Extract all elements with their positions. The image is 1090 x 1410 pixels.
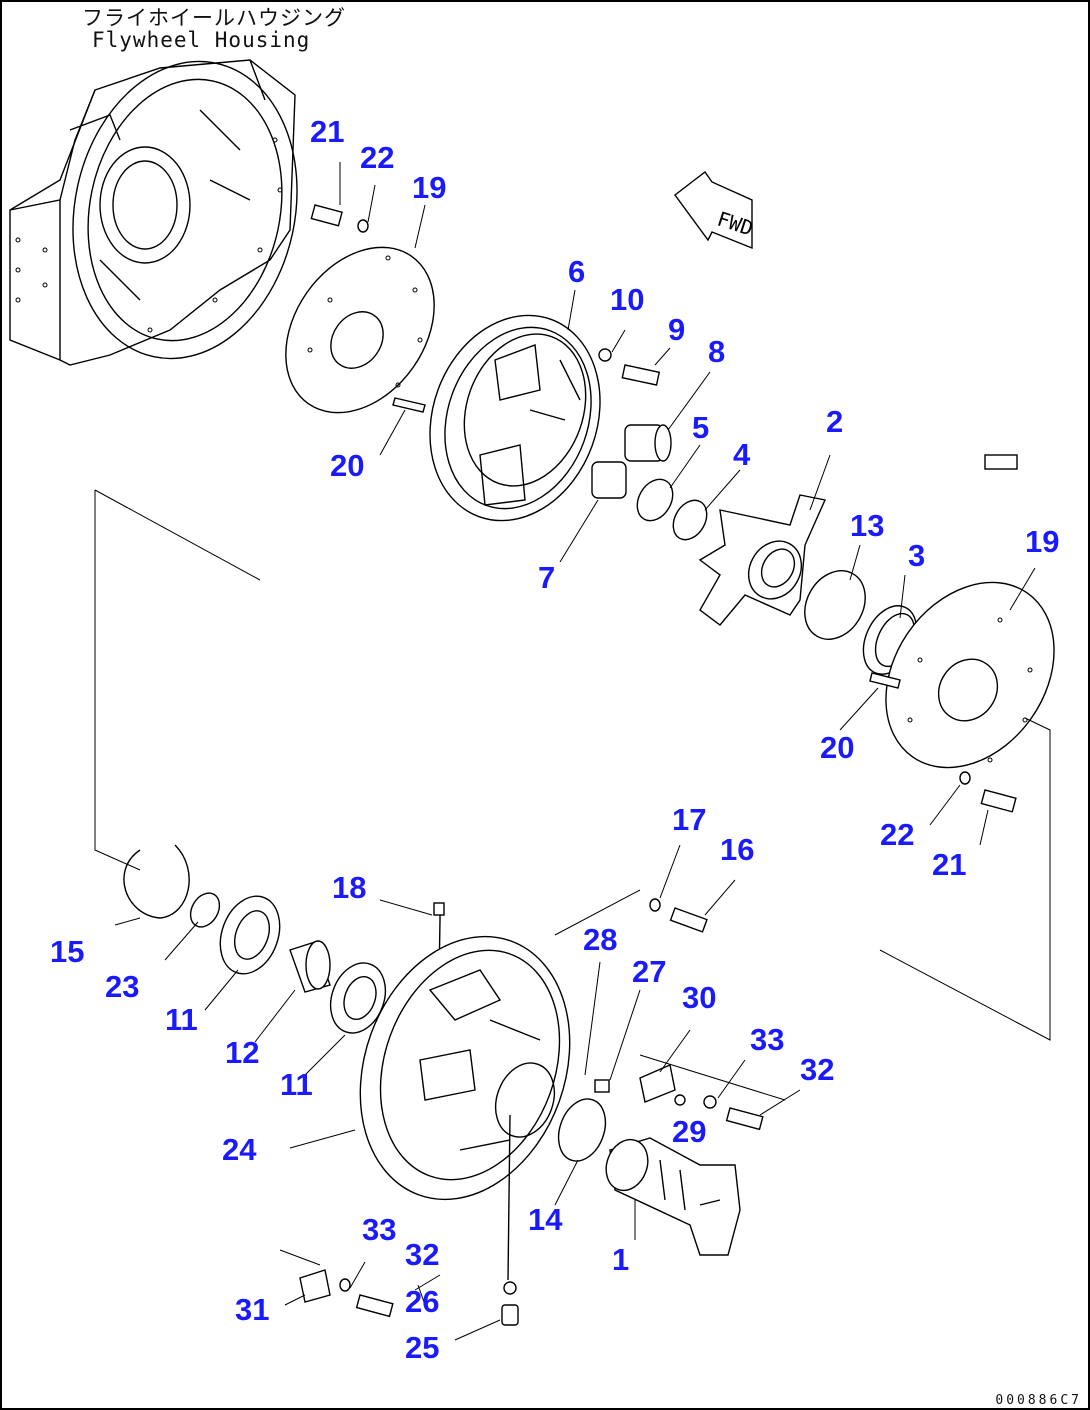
callout-19-upper: 19 [412, 170, 446, 205]
flywheel-housing [9, 59, 298, 366]
bolt-32-left [355, 1294, 394, 1318]
bearing-11-right [329, 962, 387, 1034]
callout-33-left: 33 [362, 1212, 396, 1247]
callout-9: 9 [668, 312, 685, 347]
callout-26: 26 [405, 1284, 439, 1319]
flex-plate-lower [885, 581, 1055, 769]
ring-23 [189, 892, 221, 928]
callout-28: 28 [583, 922, 617, 957]
callout-5: 5 [692, 410, 709, 445]
callout-33-right: 33 [750, 1022, 784, 1057]
leader-lines [114, 162, 1036, 1341]
callout-32-left: 32 [405, 1237, 439, 1272]
callout-21-upper: 21 [310, 114, 344, 149]
callout-31: 31 [235, 1292, 269, 1327]
callout-17: 17 [672, 802, 706, 837]
seal-14 [557, 1098, 607, 1162]
callout-11-right: 11 [280, 1067, 313, 1102]
bearing-8 [624, 424, 672, 462]
callout-22-upper: 22 [360, 140, 394, 175]
dowel-20-lower [869, 672, 901, 689]
callout-10: 10 [610, 282, 644, 317]
callout-32-right: 32 [800, 1052, 834, 1087]
drain-plug-26-25 [501, 1114, 519, 1326]
housing-bolt-holes [15, 137, 283, 333]
snap-ring-15 [123, 844, 190, 919]
bolt-9 [598, 348, 661, 386]
callout-14: 14 [528, 1202, 563, 1237]
callout-27: 27 [632, 954, 666, 989]
callout-7: 7 [538, 560, 555, 595]
bolt-16 [649, 898, 708, 933]
dowel-20-upper [392, 397, 426, 413]
callout-4: 4 [733, 437, 751, 472]
callout-18: 18 [332, 870, 366, 905]
callout-13: 13 [850, 508, 884, 543]
bearing-11-left [219, 895, 281, 975]
page-title-english: Flywheel Housing [92, 28, 311, 52]
fwd-arrow: FWD [674, 170, 756, 250]
sleeve-7 [591, 461, 627, 499]
callout-23: 23 [105, 969, 139, 1004]
callout-22-lower: 22 [880, 817, 914, 852]
snap-ring-5 [636, 478, 674, 522]
callout-16: 16 [720, 832, 754, 867]
callout-2: 2 [826, 404, 843, 439]
callout-30: 30 [682, 980, 716, 1015]
callout-25: 25 [405, 1330, 439, 1365]
page-title-japanese: フライホイールハウジング [82, 6, 346, 30]
callout-15: 15 [50, 934, 84, 969]
bolt-32-right [703, 1095, 764, 1131]
assembly-guide-lines [94, 489, 1051, 1266]
callout-8: 8 [708, 334, 725, 369]
part-callouts: 21 22 19 6 10 9 8 5 4 2 13 3 19 20 7 20 … [50, 114, 1059, 1365]
bolt-21-lower [959, 454, 1018, 785]
pump-housing [359, 935, 571, 1201]
callout-19-lower: 19 [1025, 524, 1059, 559]
callout-29: 29 [672, 1114, 706, 1149]
callout-20-upper: 20 [330, 448, 364, 483]
flex-plate-upper [285, 246, 435, 414]
plug-28-27 [594, 1079, 610, 1093]
callout-1: 1 [612, 1242, 629, 1277]
callout-6: 6 [568, 254, 585, 289]
callout-20-lower: 20 [820, 730, 854, 765]
seal-ring-13 [804, 570, 866, 640]
ring-4 [672, 499, 708, 541]
converter-cover [429, 314, 601, 522]
plate-31 [299, 1269, 351, 1303]
stator-shaft [605, 1137, 741, 1256]
stator-hub [698, 494, 826, 626]
callout-24: 24 [222, 1132, 257, 1167]
plate-30 [639, 1064, 686, 1106]
callout-11-left: 11 [165, 1002, 198, 1037]
drawing-number: 000886C7 [995, 1393, 1082, 1408]
bolt-21-upper [310, 204, 369, 233]
callout-12: 12 [225, 1035, 259, 1070]
bushing-12 [289, 940, 331, 993]
callout-3: 3 [908, 538, 925, 573]
callout-21-lower: 21 [932, 847, 966, 882]
